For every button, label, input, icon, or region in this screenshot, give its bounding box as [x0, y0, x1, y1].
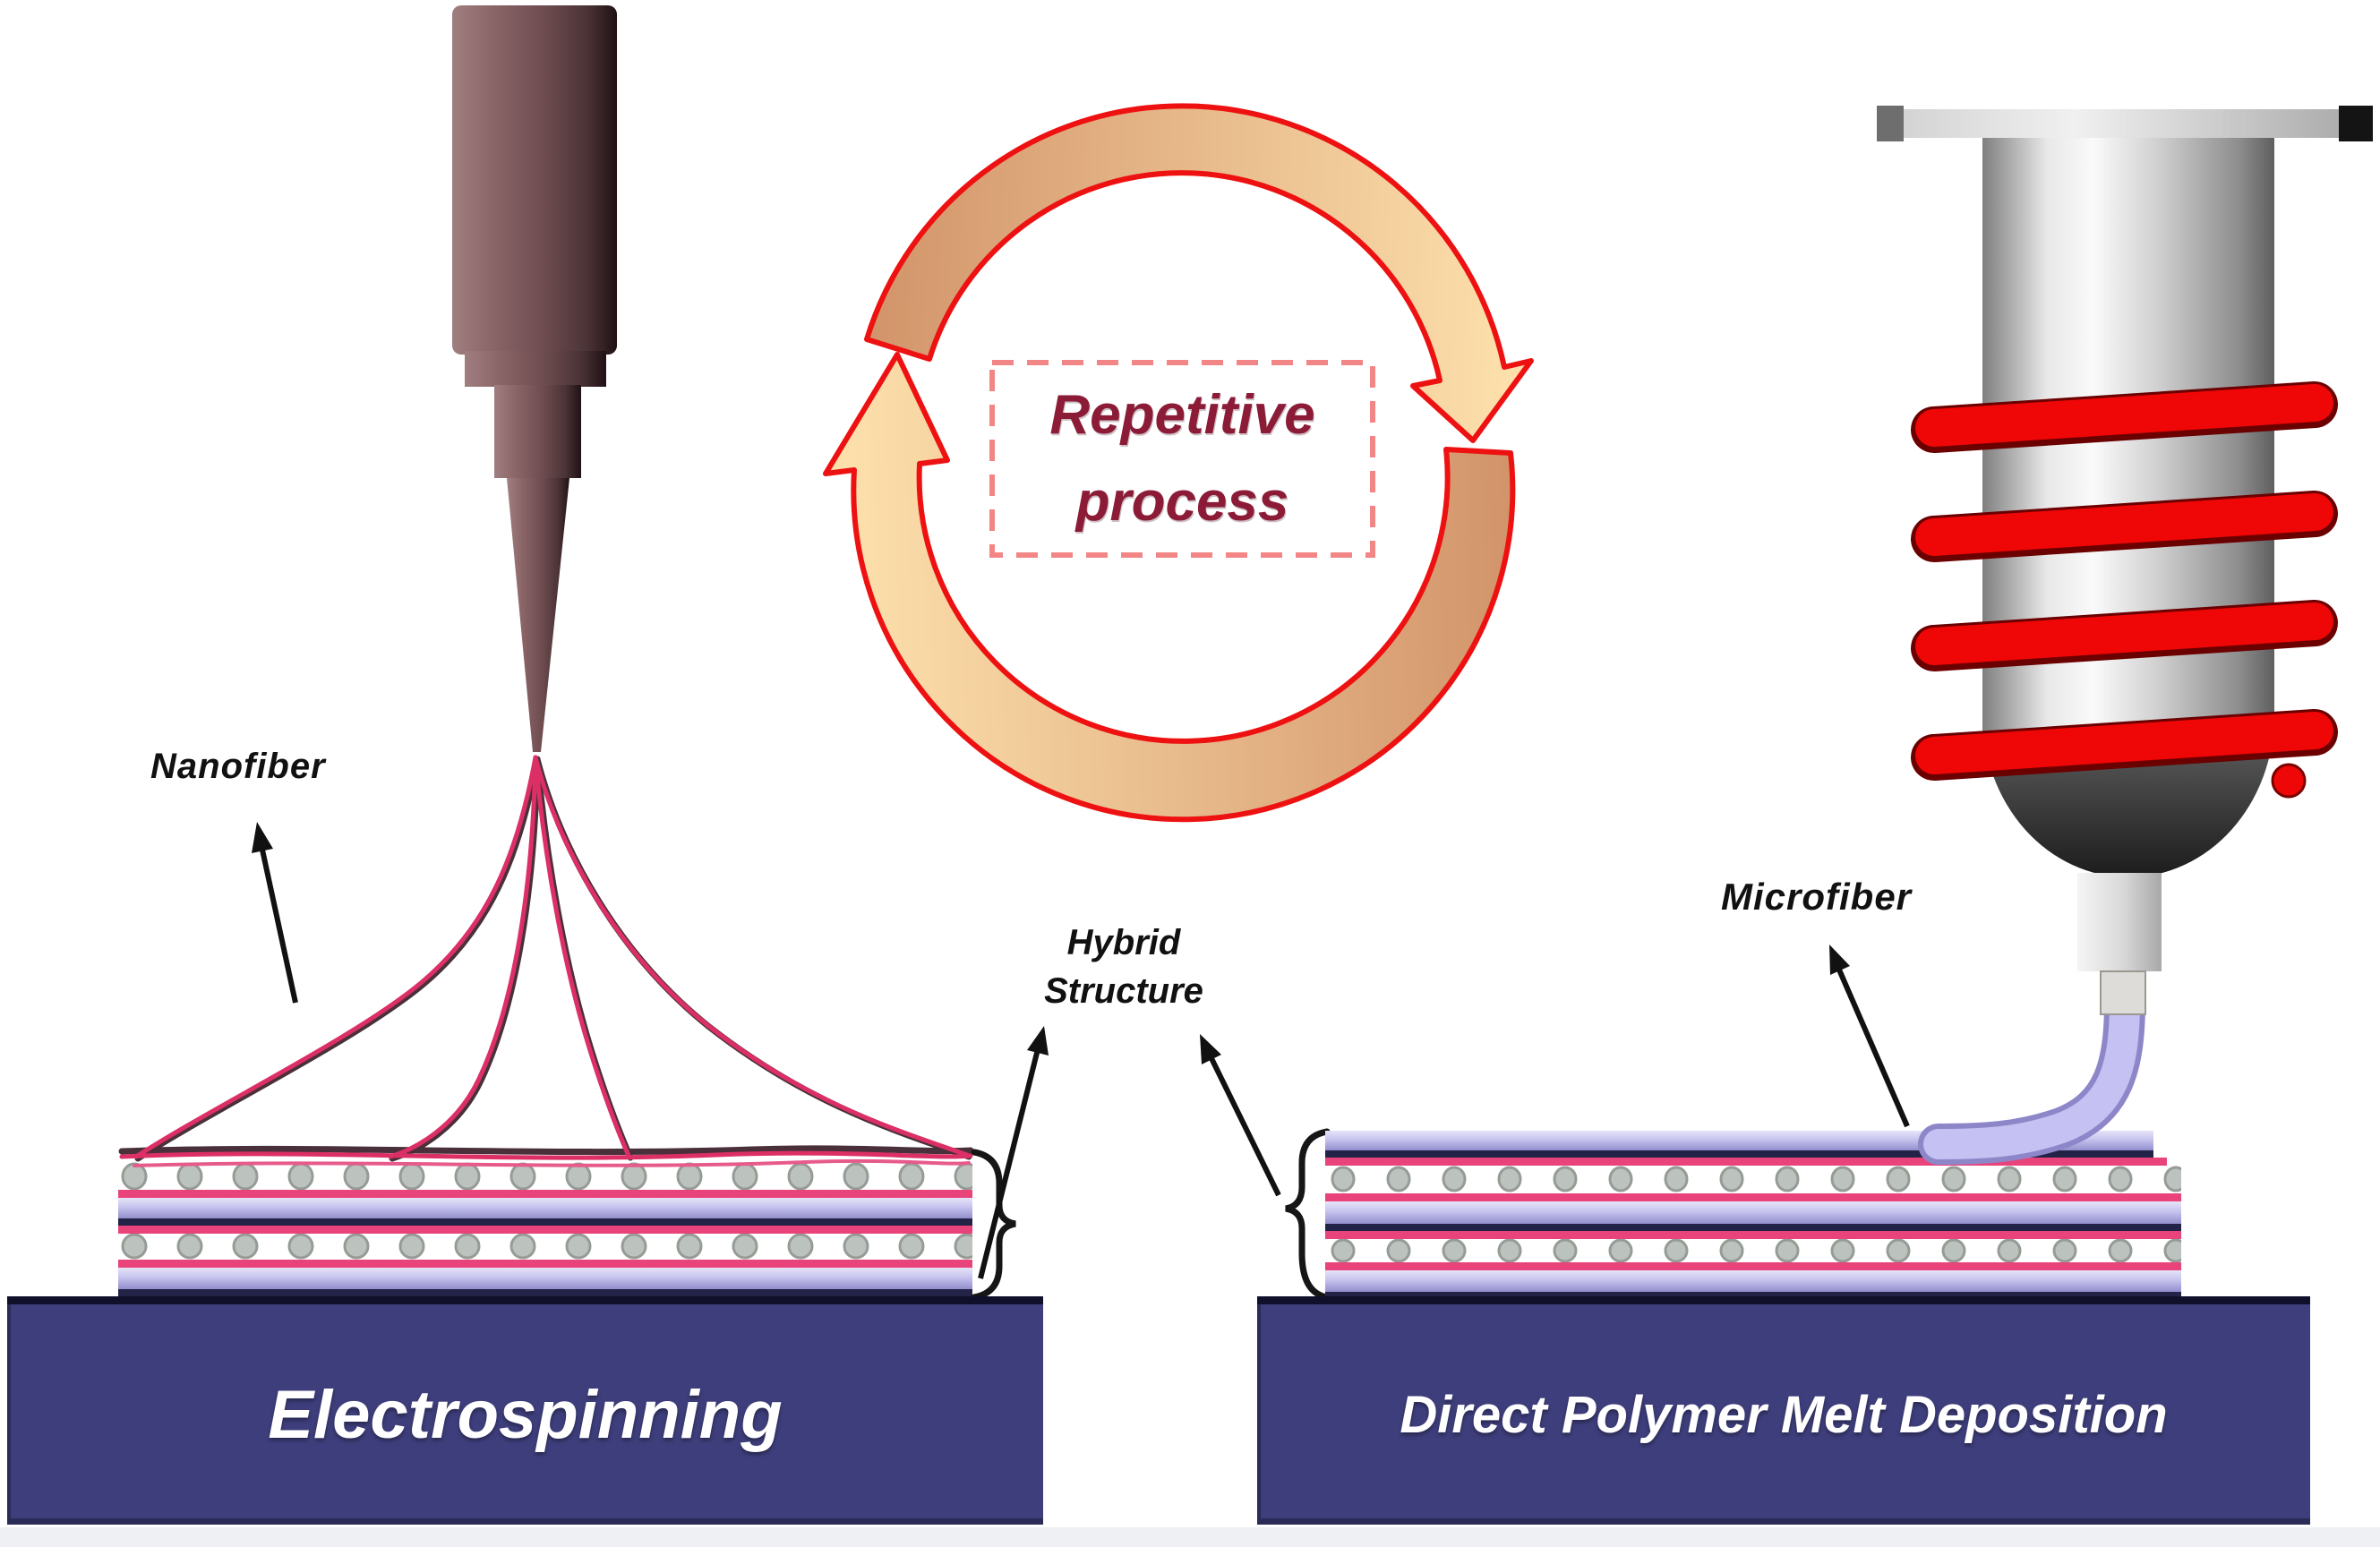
right-substrate-brace [1285, 1128, 1331, 1301]
microfiber-dot-row [118, 1162, 972, 1192]
nanofiber-jet [118, 755, 974, 1167]
repetitive-process-box [989, 360, 1375, 558]
syringe-hub [494, 385, 581, 478]
cycle-label-line2: process [1075, 470, 1289, 533]
electrospinning-platform-label: Electrospinning [268, 1376, 783, 1453]
hybrid-structure-label: Hybrid Structure [1044, 919, 1203, 1015]
syringe-needle [507, 478, 569, 752]
repetitive-process-label: Repetitive process [992, 363, 1373, 555]
melt-deposition-platform: Direct Polymer Melt Deposition [1257, 1296, 2310, 1525]
syringe-shoulder [465, 351, 606, 387]
nanofiber-arrow [252, 822, 298, 1004]
microfiber-label: Microfiber [1721, 876, 1913, 918]
syringe-barrel [452, 5, 617, 355]
hybrid-structure-arrow-left [978, 1026, 1049, 1279]
nanofiber-label: Nanofiber [150, 747, 326, 786]
hybrid-label-line1: Hybrid [1066, 923, 1181, 962]
microfiber-dot-row [118, 1234, 972, 1260]
extruder-flange [1877, 109, 2373, 138]
cycle-arrow-top [864, 103, 1534, 443]
electrospinning-platform: Electrospinning [7, 1296, 1043, 1525]
hybrid-label-line2: Structure [1044, 971, 1203, 1011]
electrospinning-syringe [452, 5, 617, 752]
extruder-nozzle [2077, 873, 2162, 971]
extruder-nozzle-tip [2100, 970, 2146, 1015]
cycle-arrow-bottom [823, 352, 1516, 823]
melt-extruder [1877, 106, 2373, 1165]
left-substrate-brace [971, 1149, 1016, 1301]
right-hybrid-substrate [1325, 1131, 2181, 1299]
microfiber-dot-row [1325, 1239, 2181, 1262]
microfiber-strand [1918, 980, 2145, 1165]
repetitive-cycle-arrows [823, 103, 1534, 823]
left-hybrid-substrate [118, 1162, 972, 1297]
microfiber-arrow [1829, 944, 1910, 1128]
hybrid-structure-arrow-right [1200, 1034, 1281, 1197]
melt-deposition-platform-label: Direct Polymer Melt Deposition [1400, 1385, 2168, 1444]
coil-terminal-dot [2271, 763, 2307, 799]
heating-coil [1911, 381, 2338, 781]
cycle-label-line1: Repetitive [1049, 384, 1315, 447]
microfiber-dot-row [1325, 1166, 2181, 1193]
image-bottom-edge [0, 1527, 2380, 1547]
